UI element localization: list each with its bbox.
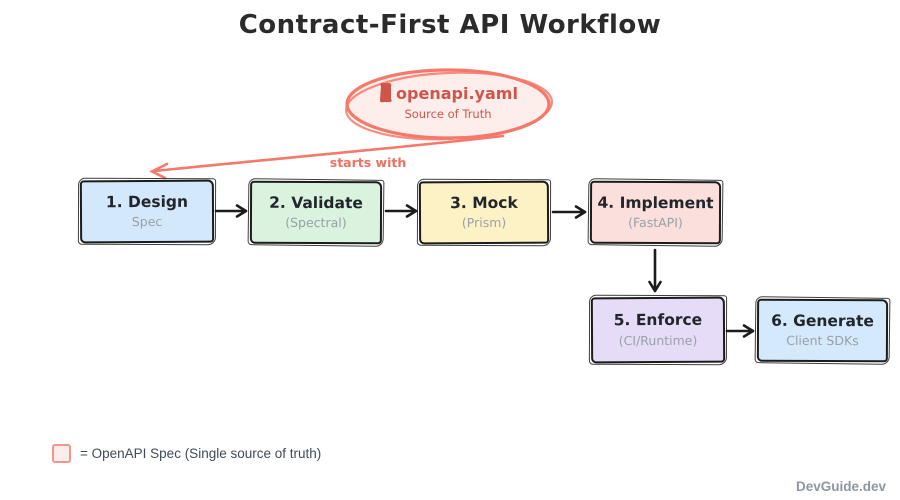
step-title: 4. Implement: [597, 193, 714, 212]
step-validate: 2. Validate (Spectral): [249, 180, 383, 245]
footer-brand: DevGuide.dev: [795, 479, 886, 494]
step-title: 6. Generate: [771, 311, 875, 330]
step-subtitle: Spec: [131, 214, 163, 230]
source-oval-content: openapi.yaml Source of Truth: [348, 82, 548, 121]
step-title: 2. Validate: [269, 193, 363, 212]
diagram-title: Contract-First API Workflow: [238, 10, 662, 40]
source-caption: Source of Truth: [404, 107, 492, 121]
starts-with-label: starts with: [329, 155, 407, 170]
step-implement: 4. Implement (FastAPI): [589, 180, 722, 245]
step-subtitle: (Prism): [461, 215, 507, 231]
step-generate: 6. Generate Client SDKs: [756, 298, 889, 363]
arrow-mock-implement: [551, 205, 587, 219]
step-subtitle: (FastAPI): [628, 215, 683, 231]
step-mock: 3. Mock (Prism): [418, 180, 550, 245]
legend: = OpenAPI Spec (Single source of truth): [52, 444, 321, 463]
step-title: 1. Design: [105, 192, 189, 211]
step-subtitle: (CI/Runtime): [618, 332, 698, 349]
legend-text: = OpenAPI Spec (Single source of truth): [80, 446, 322, 461]
step-title: 3. Mock: [450, 193, 518, 212]
step-enforce: 5. Enforce (CI/Runtime): [590, 296, 726, 364]
starts-with-arrowhead: [149, 162, 169, 180]
source-filename: openapi.yaml: [396, 83, 518, 103]
arrow-implement-enforce: [648, 248, 662, 293]
step-subtitle: (Spectral): [285, 215, 347, 231]
step-subtitle: Client SDKs: [786, 333, 859, 349]
arrow-design-validate: [214, 204, 248, 218]
arrow-enforce-generate: [725, 324, 755, 338]
legend-swatch: [52, 444, 71, 463]
arrow-validate-mock: [384, 204, 418, 218]
step-design: 1. Design Spec: [79, 179, 215, 244]
step-title: 5. Enforce: [613, 310, 703, 330]
spec-file-icon: [380, 83, 392, 103]
